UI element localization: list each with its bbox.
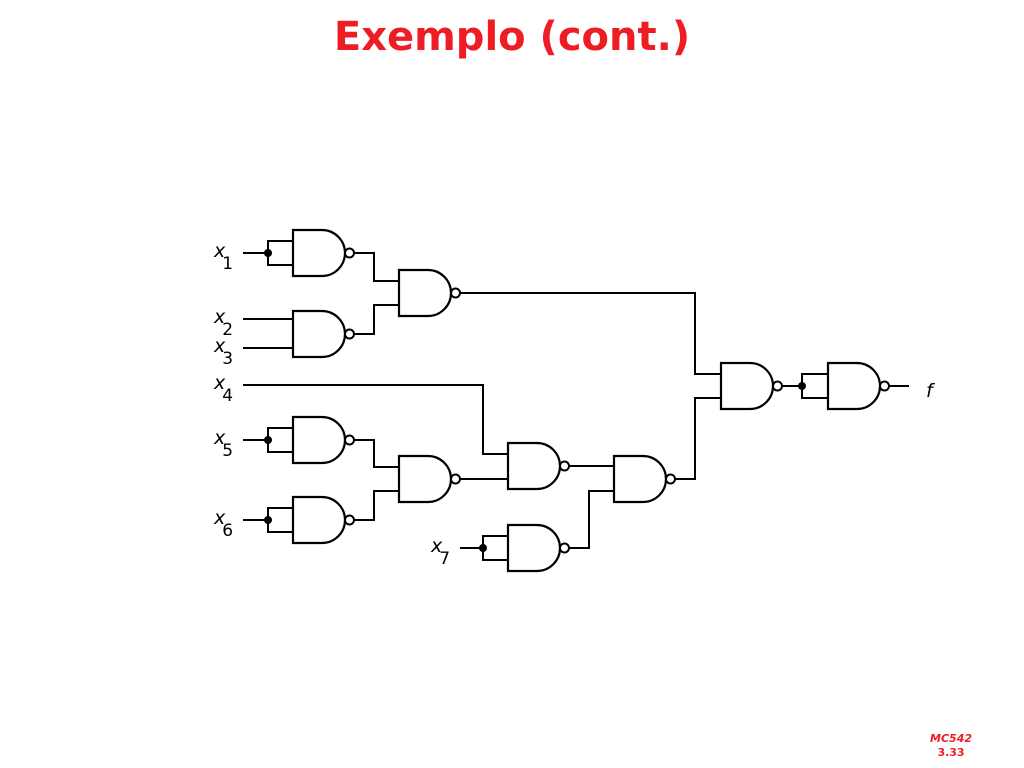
- nand-gate-k: [826, 361, 890, 411]
- nand-gate-f: [397, 454, 461, 504]
- input-subscript: 3: [222, 349, 233, 369]
- nand-gate-j: [719, 361, 783, 411]
- output-label-f: f: [926, 380, 936, 402]
- nand-gate-e: [291, 495, 355, 545]
- nand-gate-i: [612, 454, 676, 504]
- course-code: MC542: [930, 732, 972, 745]
- page-number: 3.33: [937, 746, 965, 759]
- input-subscript: 2: [222, 320, 233, 340]
- nand-gate-g: [506, 441, 570, 491]
- d-to-f: [354, 439, 399, 468]
- i-to-j: [675, 397, 721, 480]
- input-var: x: [213, 335, 226, 357]
- x5-input-junction: [264, 436, 272, 444]
- slide-title: Exemplo (cont.): [333, 14, 691, 60]
- slide-footer: MC542 3.33: [930, 732, 972, 760]
- input-var: x: [213, 306, 226, 328]
- x7-input-up: [482, 535, 508, 548]
- x1-input-junction: [264, 249, 272, 257]
- nand-gate-d: [291, 415, 355, 465]
- x7-input-down: [482, 548, 508, 561]
- input-var: x: [213, 427, 226, 449]
- x7-input-junction: [479, 544, 487, 552]
- j-to-k-junction: [798, 382, 806, 390]
- x6-input-down: [267, 520, 293, 533]
- x1-input-down: [267, 253, 293, 266]
- x5-input-down: [267, 440, 293, 453]
- c-to-j: [460, 292, 721, 375]
- gates: [291, 228, 890, 573]
- input-subscript: 6: [222, 521, 233, 541]
- h-to-i: [569, 490, 614, 549]
- input-var: x: [213, 372, 226, 394]
- nand-gate-a: [291, 228, 355, 278]
- input-var: x: [430, 535, 443, 557]
- x5-input-up: [267, 427, 293, 440]
- input-subscript: 5: [222, 441, 233, 461]
- x6-input-up: [267, 507, 293, 520]
- input-subscript: 1: [222, 254, 233, 274]
- wires: [243, 240, 909, 561]
- input-subscript: 4: [222, 386, 233, 406]
- j-to-k-up: [801, 373, 828, 386]
- nand-gate-b: [291, 309, 355, 359]
- nand-gate-c: [397, 268, 461, 318]
- x4-input: [243, 384, 508, 455]
- input-var: x: [213, 240, 226, 262]
- x1-input-up: [267, 240, 293, 253]
- a-to-c: [354, 252, 399, 282]
- input-subscript: 7: [439, 549, 450, 569]
- x6-input-junction: [264, 516, 272, 524]
- j-to-k-down: [801, 386, 828, 399]
- b-to-c: [354, 304, 399, 335]
- nand-gate-h: [506, 523, 570, 573]
- input-var: x: [213, 507, 226, 529]
- e-to-f: [354, 490, 399, 521]
